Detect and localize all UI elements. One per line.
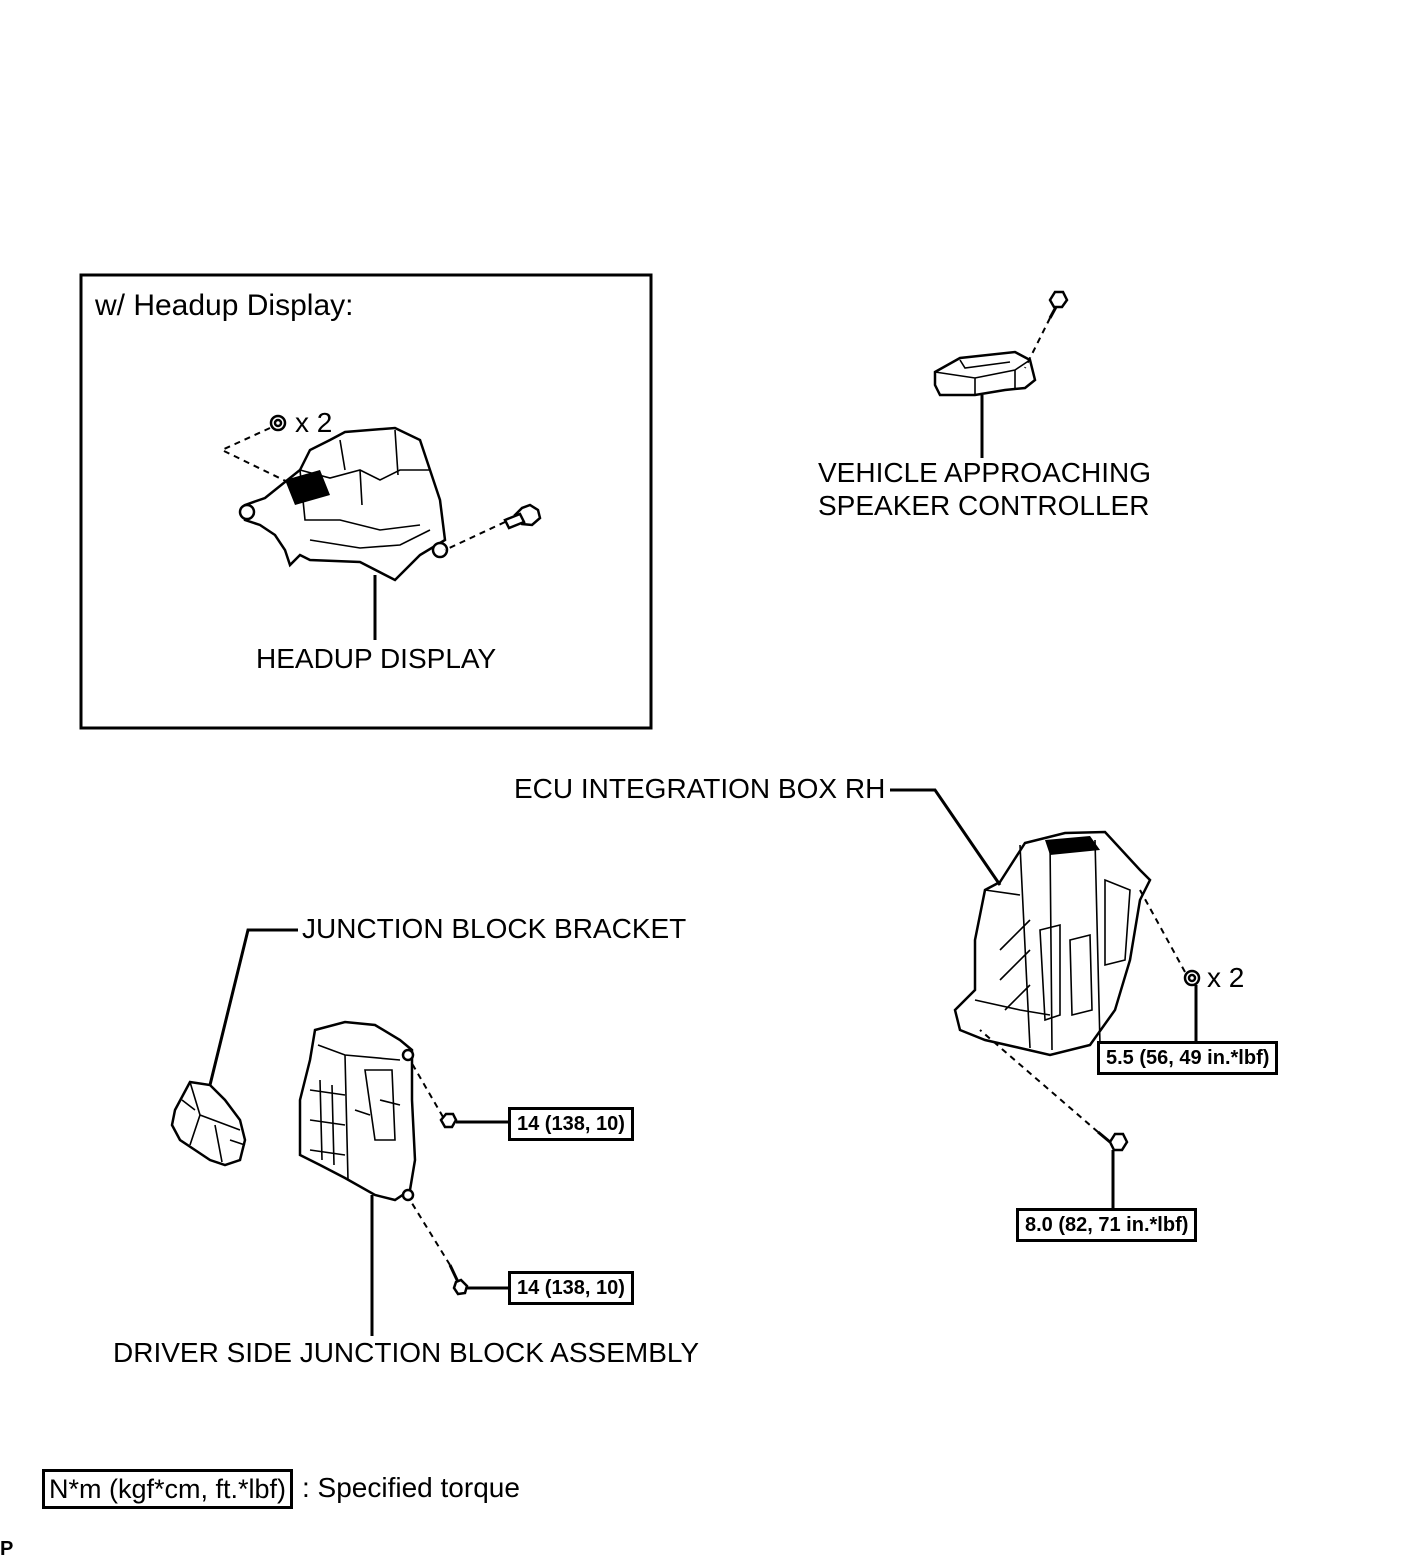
junction-upper-torque: 14 (138, 10): [508, 1107, 634, 1141]
headup-display-label: HEADUP DISPLAY: [256, 643, 497, 674]
ecu-nut-guide: [1139, 889, 1186, 973]
inset-frame: [79, 273, 653, 730]
headup-display-part: [238, 414, 542, 582]
junction-lower-torque: 14 (138, 10): [508, 1271, 634, 1305]
ecu-box-label: ECU INTEGRATION BOX RH: [514, 773, 886, 804]
junction-lower-bolt-guide: [409, 1199, 451, 1266]
speaker-controller-label-line1: VEHICLE APPROACHING: [818, 457, 1151, 488]
ecu-bolt-guide: [979, 1029, 1099, 1133]
junction-bracket-leader: [208, 928, 298, 1086]
junction-assembly-label: DRIVER SIDE JUNCTION BLOCK ASSEMBLY: [113, 1337, 700, 1368]
junction-block-bracket-part: [170, 1080, 247, 1167]
ecu-box-leader: [890, 788, 1002, 886]
footer-code: P: [0, 1538, 14, 1560]
legend-description: : Specified torque: [302, 1472, 520, 1503]
ecu-integration-box-part: [953, 830, 1201, 1152]
speaker-controller-label-line2: SPEAKER CONTROLLER: [818, 490, 1150, 521]
legend-torque-units: N*m (kgf*cm, ft.*lbf): [42, 1469, 294, 1509]
inset-bolt-guide: [444, 521, 506, 551]
ecu-bolt-torque: 8.0 (82, 71 in.*lbf): [1016, 1208, 1198, 1242]
junction-bracket-label: JUNCTION BLOCK BRACKET: [302, 913, 687, 944]
ecu-nut-torque: 5.5 (56, 49 in.*lbf): [1097, 1041, 1279, 1075]
inset-title: w/ Headup Display:: [95, 289, 354, 322]
speaker-controller-part: [933, 290, 1069, 397]
speaker-bolt-guide: [1024, 317, 1051, 369]
headup-nut-qty: x 2: [295, 407, 333, 438]
junction-upper-bolt-guide: [409, 1059, 444, 1118]
inset-nut-guide: [219, 427, 301, 489]
ecu-nut-qty: x 2: [1207, 962, 1245, 993]
junction-block-assembly-part: [298, 1020, 469, 1296]
